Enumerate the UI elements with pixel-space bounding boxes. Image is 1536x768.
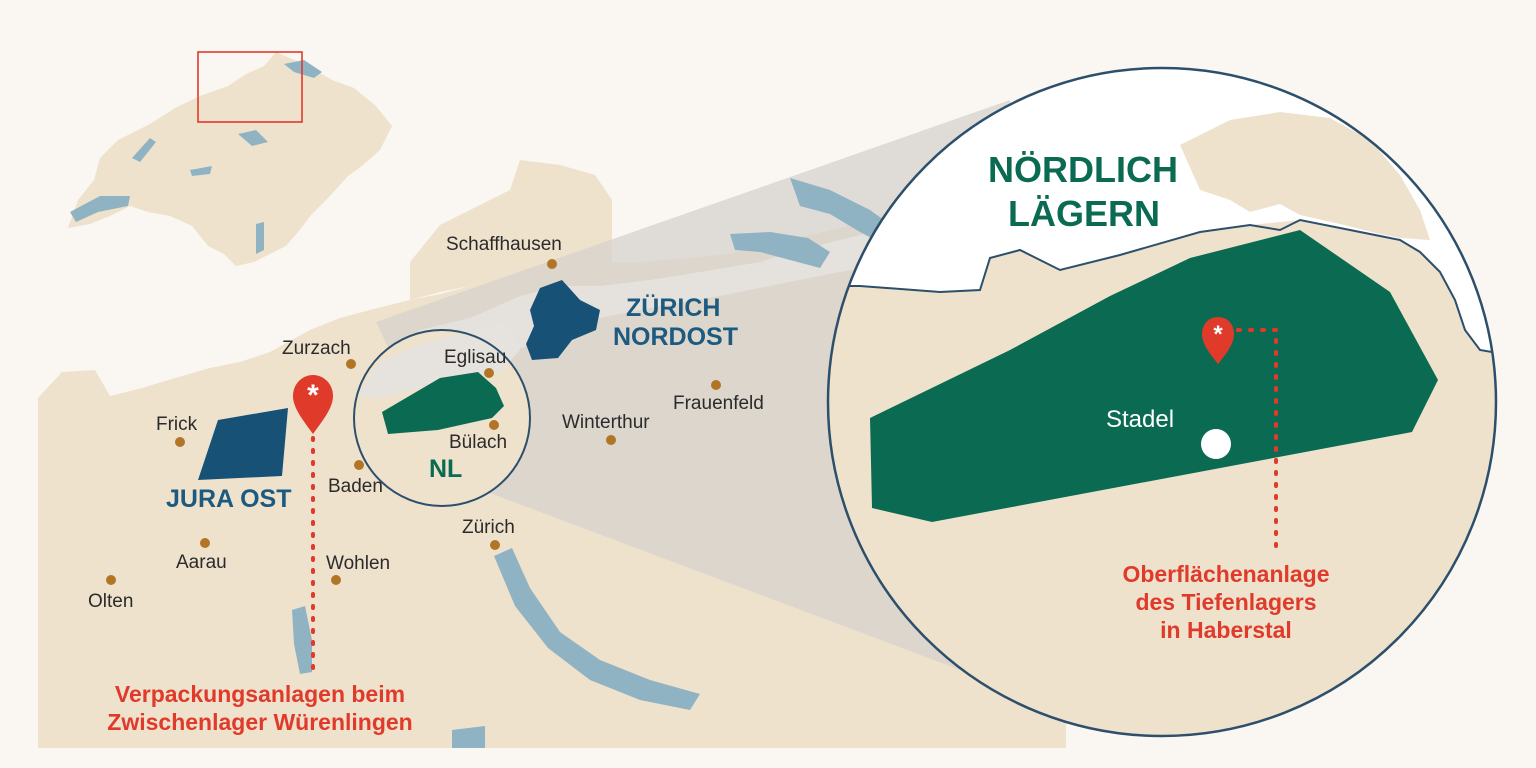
circle-dot-icon <box>547 259 557 269</box>
region-label-zuerich-nordost-line1: ZÜRICH <box>626 293 720 322</box>
town-label-zurzach: Zurzach <box>282 338 351 359</box>
town-label-zuerich: Zürich <box>462 517 515 538</box>
region-label-jura-ost: JURA OST <box>166 485 291 513</box>
circle-dot-icon <box>490 540 500 550</box>
lake-thun-inset <box>190 166 212 176</box>
town-label-frauenfeld: Frauenfeld <box>673 393 764 414</box>
pin-asterisk: * <box>1213 321 1223 348</box>
region-jura-ost <box>198 408 288 480</box>
map-pin-asterisk-icon: * <box>293 375 333 434</box>
circle-dot-icon <box>354 460 364 470</box>
circle-dot-icon <box>489 420 499 430</box>
circle-dot-icon <box>606 435 616 445</box>
circle-dot-icon <box>711 380 721 390</box>
region-zuerich-nordost <box>526 280 600 360</box>
circle-dot-icon <box>175 437 185 447</box>
pin-shape <box>293 375 333 434</box>
lake-geneva-inset <box>70 196 130 222</box>
switzerland-inset <box>68 51 392 266</box>
town-label-stadel: Stadel <box>1106 406 1174 433</box>
inset-locator-box <box>197 51 303 123</box>
town-label-frick: Frick <box>156 414 198 435</box>
haberstal-leader-line <box>1236 328 1278 550</box>
lake-zurich <box>494 548 700 710</box>
region-label-noerdlich-laegern-line1: NÖRDLICH <box>988 149 1178 190</box>
annotation-wuerenlingen-line2: Zwischenlager Würenlingen <box>107 709 412 735</box>
town-label-buelach: Bülach <box>449 432 507 453</box>
map-pin-asterisk-icon: * <box>1202 317 1234 364</box>
lake-maggiore-inset <box>256 222 264 254</box>
nl-circle-border-band <box>356 322 520 398</box>
region-label-noerdlich-laegern-line2: LÄGERN <box>1008 193 1160 234</box>
circle-dot-icon <box>200 538 210 548</box>
circle-dot-icon <box>106 575 116 585</box>
region-noerdlich-laegern <box>870 230 1438 522</box>
town-label-winterthur: Winterthur <box>562 412 650 433</box>
circle-dot-icon <box>484 368 494 378</box>
lake-lucerne-inset <box>238 130 268 146</box>
region-label-zuerich-nordost-line2: NORDOST <box>613 323 738 351</box>
zoom-circle-outline <box>826 66 1498 738</box>
nl-circle-outline <box>353 329 531 507</box>
town-label-aarau: Aarau <box>176 552 227 573</box>
zoom-border-line <box>828 218 1496 361</box>
town-dots <box>106 259 721 585</box>
town-label-olten: Olten <box>88 591 133 612</box>
annotation-haberstal-line3: in Haberstal <box>1160 617 1292 643</box>
switzerland-shape <box>68 52 392 266</box>
annotation-wuerenlingen-line1: Verpackungsanlagen beim <box>115 681 405 707</box>
lake-neuchatel-inset <box>132 138 156 162</box>
annotation-haberstal-line2: des Tiefenlagers <box>1135 589 1316 615</box>
town-label-wohlen: Wohlen <box>326 553 390 574</box>
circle-dot-icon <box>346 359 356 369</box>
reuss-segment <box>452 726 485 748</box>
region-nl-small <box>382 372 504 434</box>
main-water <box>292 178 900 748</box>
town-label-schaffhausen: Schaffhausen <box>446 234 562 255</box>
rhine-river <box>790 178 900 248</box>
zoom-land-ne <box>1180 112 1430 240</box>
pin-asterisk: * <box>307 379 319 412</box>
town-label-eglisau: Eglisau <box>444 347 506 368</box>
annotation-haberstal-line1: Oberflächenanlage <box>1122 561 1329 587</box>
circle-dot-icon <box>331 575 341 585</box>
region-label-nl: NL <box>429 455 462 483</box>
lake-constance-inset <box>284 60 322 78</box>
rhine-river-segment <box>730 232 830 268</box>
town-label-baden: Baden <box>328 476 383 497</box>
lake-hallwil <box>292 606 312 674</box>
pin-shape <box>1202 317 1234 364</box>
zoom-circle-detail <box>826 66 1498 738</box>
stadel-dot <box>1201 429 1231 459</box>
